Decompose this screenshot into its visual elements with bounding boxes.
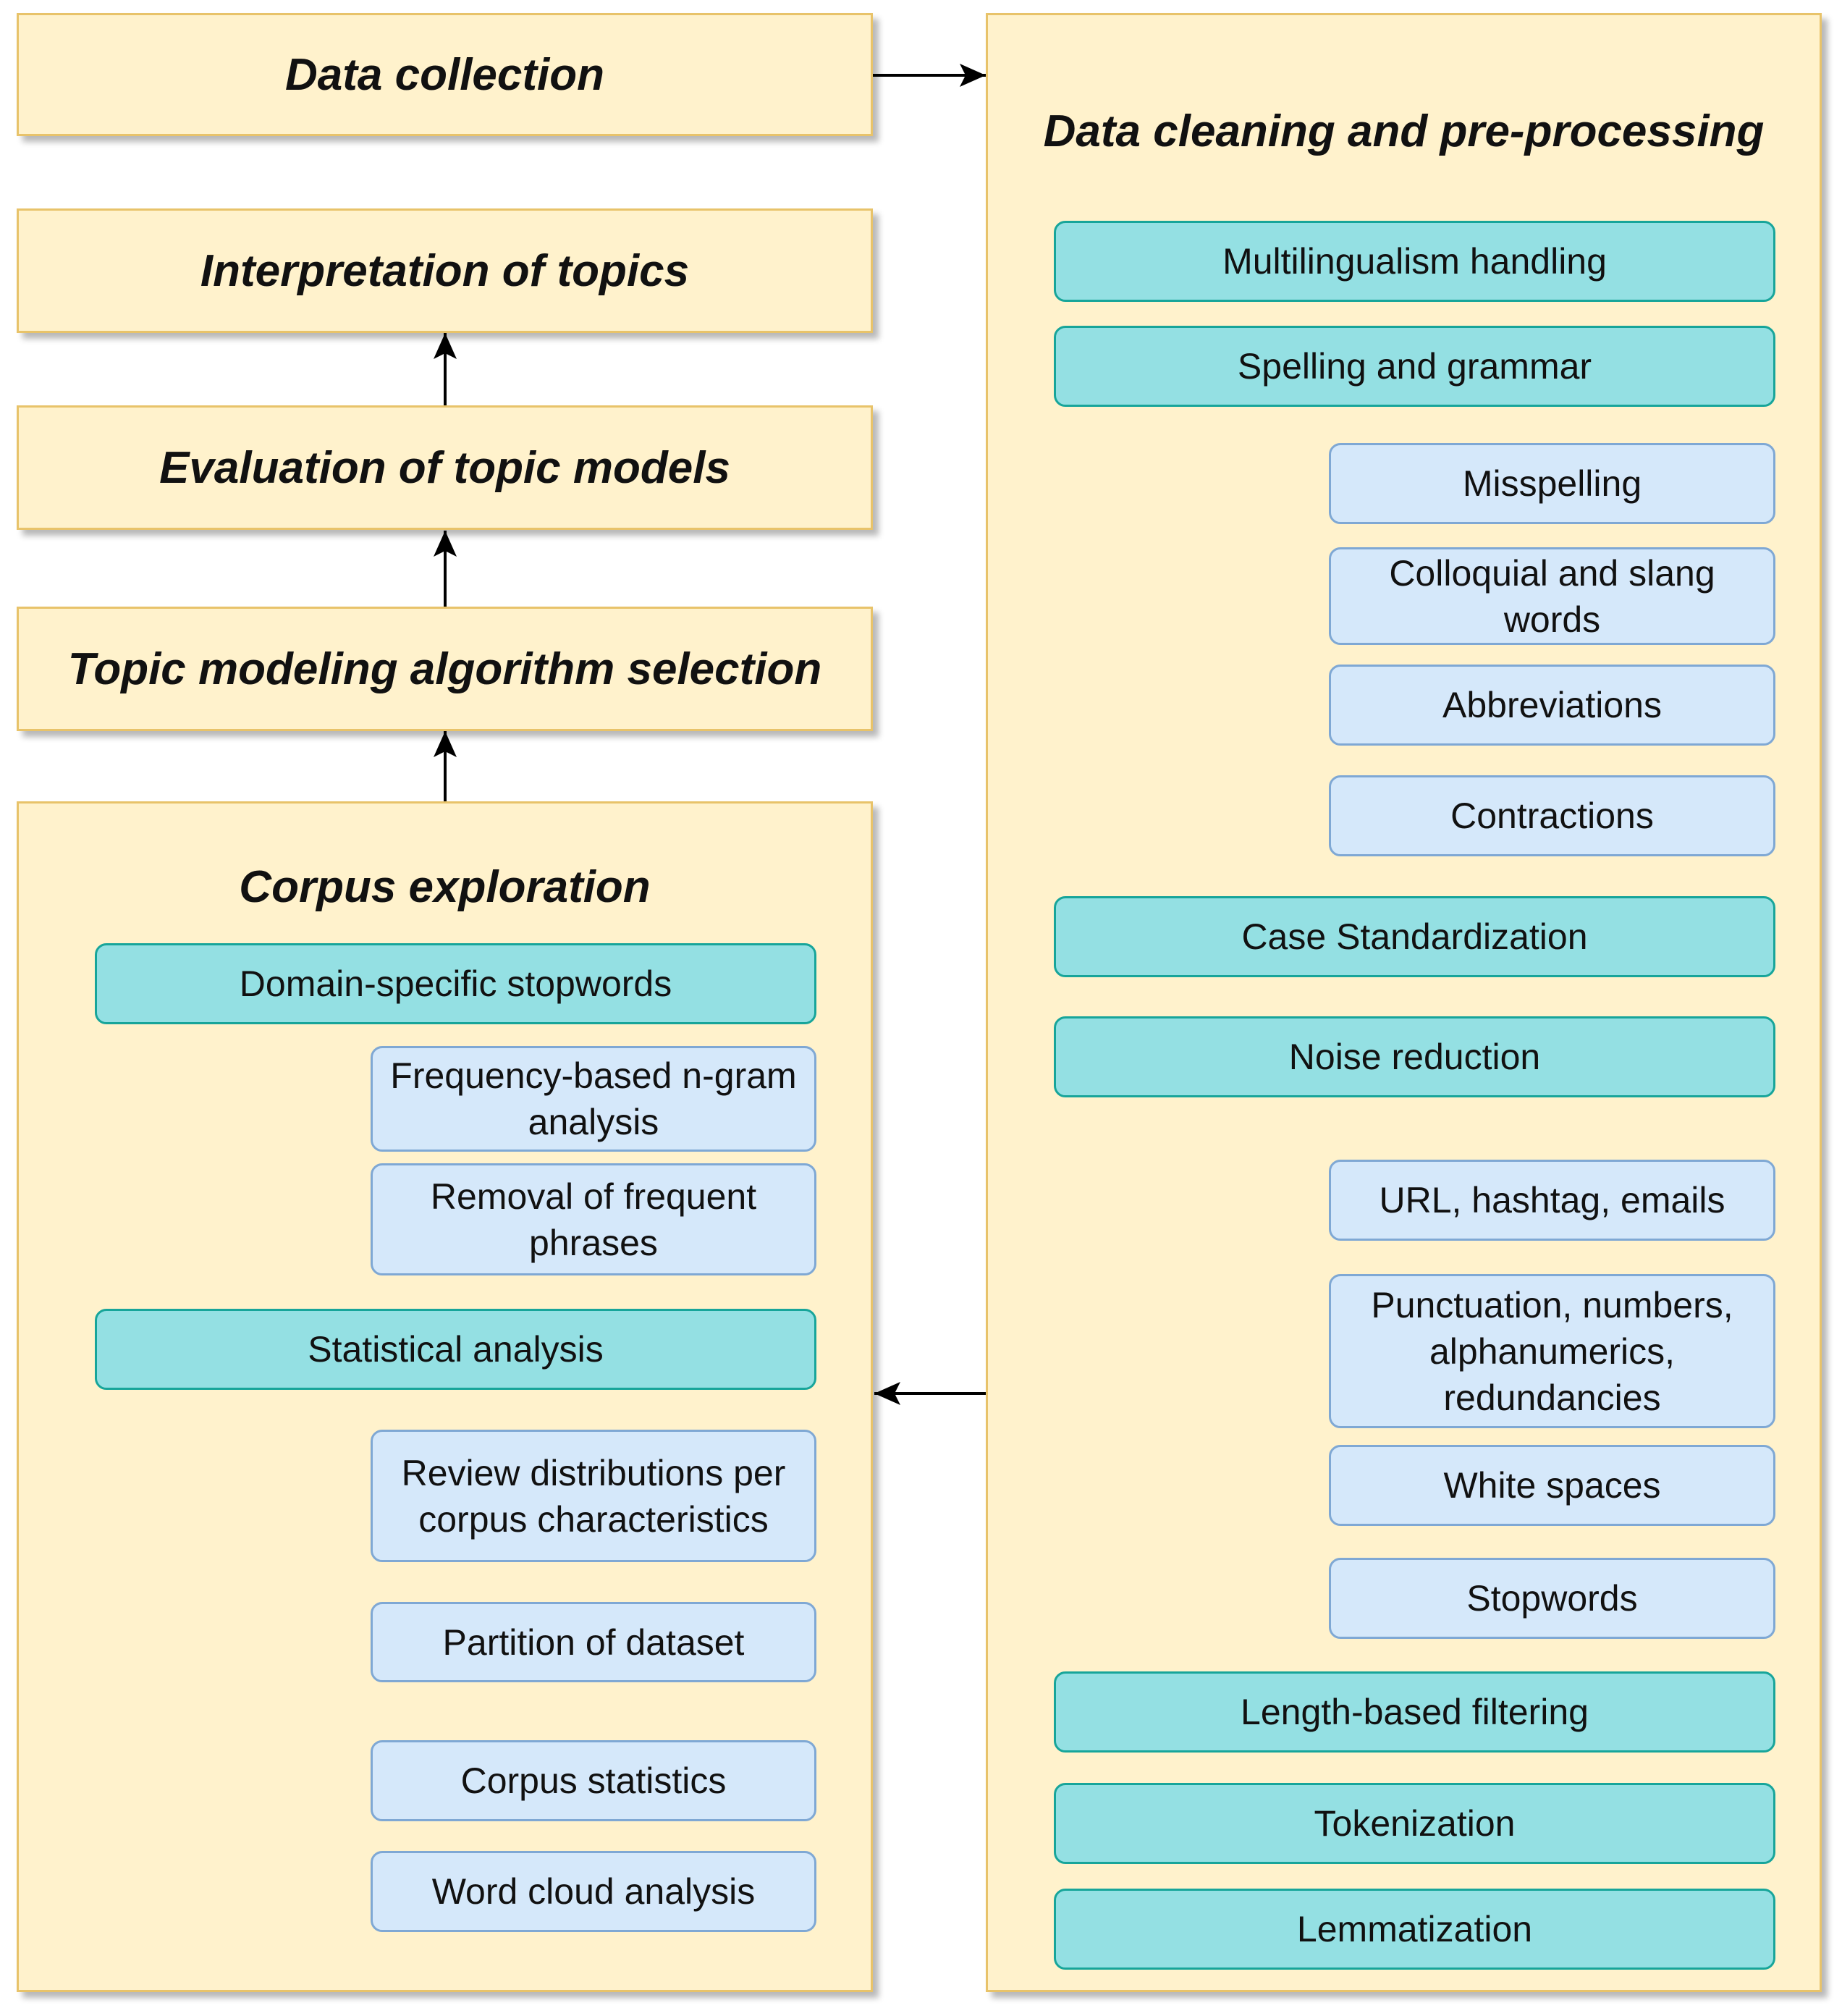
item-stopwords: Stopwords xyxy=(1329,1558,1775,1639)
item-ngram-analysis-label: Frequency-based n-gram analysis xyxy=(390,1055,797,1142)
item-stopwords-label: Stopwords xyxy=(1466,1578,1638,1619)
step-evaluation: Evaluation of topic models xyxy=(17,405,873,530)
step-algorithm-selection: Topic modeling algorithm selection xyxy=(17,607,873,731)
item-statistical-analysis-label: Statistical analysis xyxy=(308,1329,604,1370)
item-noise-reduction-label: Noise reduction xyxy=(1288,1037,1541,1077)
panel-corpus-exploration-title: Corpus exploration xyxy=(239,862,651,912)
item-corpus-statistics: Corpus statistics xyxy=(371,1740,816,1821)
item-partition: Partition of dataset xyxy=(371,1602,816,1682)
item-white-spaces-label: White spaces xyxy=(1443,1465,1661,1506)
item-distributions-label: Review distributions per corpus characte… xyxy=(401,1452,786,1540)
item-punctuation: Punctuation, numbers, alphanumerics, red… xyxy=(1329,1274,1775,1428)
step-interpretation: Interpretation of topics xyxy=(17,208,873,333)
item-frequent-phrases: Removal of frequent phrases xyxy=(371,1163,816,1275)
item-contractions-label: Contractions xyxy=(1450,796,1654,836)
item-word-cloud: Word cloud analysis xyxy=(371,1851,816,1932)
item-punctuation-label: Punctuation, numbers, alphanumerics, red… xyxy=(1371,1284,1733,1418)
step-data-collection: Data collection xyxy=(17,13,873,136)
item-frequent-phrases-label: Removal of frequent phrases xyxy=(430,1176,757,1263)
item-statistical-analysis: Statistical analysis xyxy=(95,1309,816,1390)
step-algorithm-selection-label: Topic modeling algorithm selection xyxy=(67,644,822,694)
item-misspelling: Misspelling xyxy=(1329,443,1775,524)
item-lemmatization: Lemmatization xyxy=(1054,1889,1775,1970)
item-distributions: Review distributions per corpus characte… xyxy=(371,1430,816,1562)
item-lemmatization-label: Lemmatization xyxy=(1296,1909,1533,1949)
item-case-standardization: Case Standardization xyxy=(1054,896,1775,977)
item-url-hashtag: URL, hashtag, emails xyxy=(1329,1160,1775,1241)
item-domain-stopwords: Domain-specific stopwords xyxy=(95,943,816,1024)
item-colloquial-label: Colloquial and slang words xyxy=(1389,552,1715,640)
item-abbreviations-label: Abbreviations xyxy=(1442,685,1662,725)
item-partition-label: Partition of dataset xyxy=(442,1621,745,1663)
item-spelling-grammar: Spelling and grammar xyxy=(1054,326,1775,407)
item-ngram-analysis: Frequency-based n-gram analysis xyxy=(371,1046,816,1152)
item-multilingualism-label: Multilingualism handling xyxy=(1222,241,1607,282)
step-evaluation-label: Evaluation of topic models xyxy=(159,442,730,493)
item-spelling-grammar-label: Spelling and grammar xyxy=(1237,346,1592,387)
item-word-cloud-label: Word cloud analysis xyxy=(431,1871,756,1912)
item-length-filtering: Length-based filtering xyxy=(1054,1671,1775,1753)
item-colloquial: Colloquial and slang words xyxy=(1329,547,1775,645)
panel-data-cleaning-title: Data cleaning and pre-processing xyxy=(1043,106,1765,156)
item-contractions: Contractions xyxy=(1329,775,1775,856)
step-data-collection-label: Data collection xyxy=(285,49,604,100)
item-noise-reduction: Noise reduction xyxy=(1054,1016,1775,1097)
item-tokenization-label: Tokenization xyxy=(1314,1803,1516,1844)
item-url-hashtag-label: URL, hashtag, emails xyxy=(1379,1180,1725,1220)
item-misspelling-label: Misspelling xyxy=(1462,463,1642,504)
step-interpretation-label: Interpretation of topics xyxy=(200,245,690,296)
item-multilingualism: Multilingualism handling xyxy=(1054,221,1775,302)
item-tokenization: Tokenization xyxy=(1054,1783,1775,1864)
item-domain-stopwords-label: Domain-specific stopwords xyxy=(239,963,672,1004)
item-white-spaces: White spaces xyxy=(1329,1445,1775,1526)
item-corpus-statistics-label: Corpus statistics xyxy=(460,1760,727,1801)
item-case-standardization-label: Case Standardization xyxy=(1241,916,1588,957)
item-abbreviations: Abbreviations xyxy=(1329,665,1775,746)
item-length-filtering-label: Length-based filtering xyxy=(1241,1692,1589,1732)
